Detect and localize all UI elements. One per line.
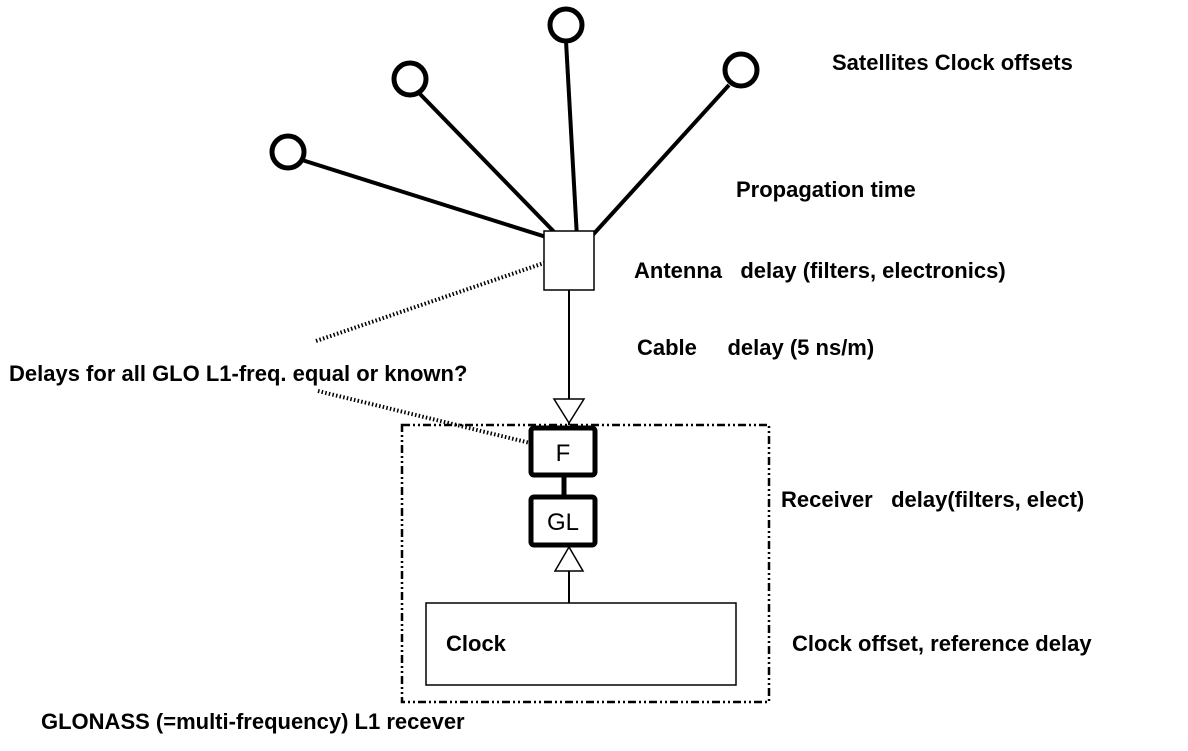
glonass-block: [528, 494, 598, 548]
antenna-label: Antenna delay (filters, electronics): [634, 258, 1006, 283]
satellites-label: Satellites Clock offsets: [832, 50, 1073, 75]
satellite-2: [391, 60, 429, 98]
clock-box: [425, 602, 737, 686]
satellite-4: [722, 51, 760, 89]
satellite-links: [301, 40, 731, 244]
clock-offset-label: Clock offset, reference delay: [792, 631, 1092, 656]
antenna-box: [543, 230, 595, 291]
satellites: [269, 6, 760, 171]
satellite-link-3: [564, 40, 579, 239]
input-connector-triangle: [552, 398, 586, 425]
clock-box-label: Clock: [446, 631, 507, 656]
propagation-label: Propagation time: [736, 177, 916, 202]
filter-block-label: F: [556, 440, 571, 467]
satellite-1: [269, 133, 307, 171]
question-label: Delays for all GLO L1-freq. equal or kno…: [9, 361, 467, 386]
clock-connector-triangle: [553, 545, 585, 572]
receiver-enclosure: [400, 423, 771, 704]
question-pointer-upper: [315, 261, 545, 343]
satellite-link-2: [418, 92, 564, 242]
question-pointer-lower: [317, 389, 531, 445]
satellite-link-4: [588, 83, 731, 240]
cable-label: Cable delay (5 ns/m): [637, 335, 874, 360]
glonass-block-label: GL: [547, 509, 579, 536]
diagram-caption: GLONASS (=multi-frequency) L1 recever: [41, 709, 465, 734]
satellite-3: [547, 6, 585, 44]
receiver-label: Receiver delay(filters, elect): [781, 487, 1084, 512]
satellite-link-1: [301, 158, 563, 244]
